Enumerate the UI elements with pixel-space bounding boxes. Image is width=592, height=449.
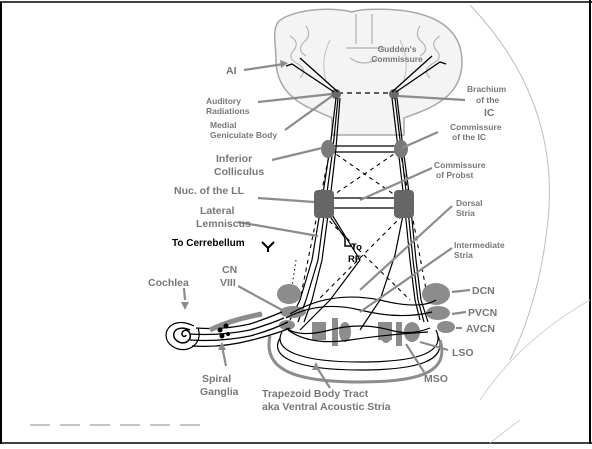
label-dcn: DCN [472,285,495,297]
label-auditory-radiations-2: Radiations [206,106,250,116]
label-ai: AI [226,65,237,77]
label-brachium-1: Brachium [467,84,507,94]
label-intermediate-stria-1: Intermediate [454,240,505,250]
label-trapezoid-body-1: Trapezoid Body Tract [262,388,369,400]
label-cn-2: VIII [220,277,236,289]
nll-right-nucleus [394,190,414,218]
label-ic-1: Inferior [216,153,252,165]
label-brachium-2: of the [476,95,499,105]
dcn-nucleus [422,283,450,305]
label-probst-2: of Probst [436,170,473,180]
label-guddens-commissure-2: Commissure [371,54,423,64]
avcn-nucleus [437,321,455,333]
label-cochlea: Cochlea [148,277,189,289]
label-spiral-ganglia-1: Spiral [202,373,231,385]
label-to-rf-2: RF [348,254,361,265]
ic-left-nucleus [321,140,335,158]
label-mso: MSO [424,373,448,385]
label-brachium-3: IC [484,107,495,119]
label-ll-2: Lemniscus [196,218,251,230]
label-guddens-commissure-1: Gudden's [378,44,417,54]
nll-left-nucleus [314,190,334,218]
label-commissure-ic-2: of the IC [452,132,486,142]
label-auditory-radiations-1: Auditory [206,96,241,106]
label-pvcn: PVCN [468,307,497,319]
label-lso: LSO [452,347,474,359]
label-to-rf-1: To [351,242,362,253]
label-probst-1: Commissure [434,160,486,170]
label-mgb-1: Medial [210,120,236,130]
label-dorsal-stria-1: Dorsal [456,198,482,208]
label-ll-1: Lateral [200,205,235,217]
cn-left-dcn [277,284,301,304]
label-intermediate-stria-2: Stria [454,250,473,260]
label-cn-1: CN [222,264,237,276]
label-commissure-ic-1: Commissure [450,122,502,132]
label-mgb-2: Geniculate Body [210,130,277,140]
label-avcn: AVCN [466,323,495,335]
label-dorsal-stria-2: Stria [456,208,475,218]
label-trapezoid-body-2: aka Ventral Acoustic Stria [262,401,391,413]
label-to-cerebellum: To Cerrebellum [172,238,245,249]
label-nll: Nuc. of the LL [174,185,245,197]
label-ic-2: Colliculus [214,166,264,178]
label-spiral-ganglia-2: Ganglia [200,386,239,398]
ic-right-nucleus [394,140,408,158]
